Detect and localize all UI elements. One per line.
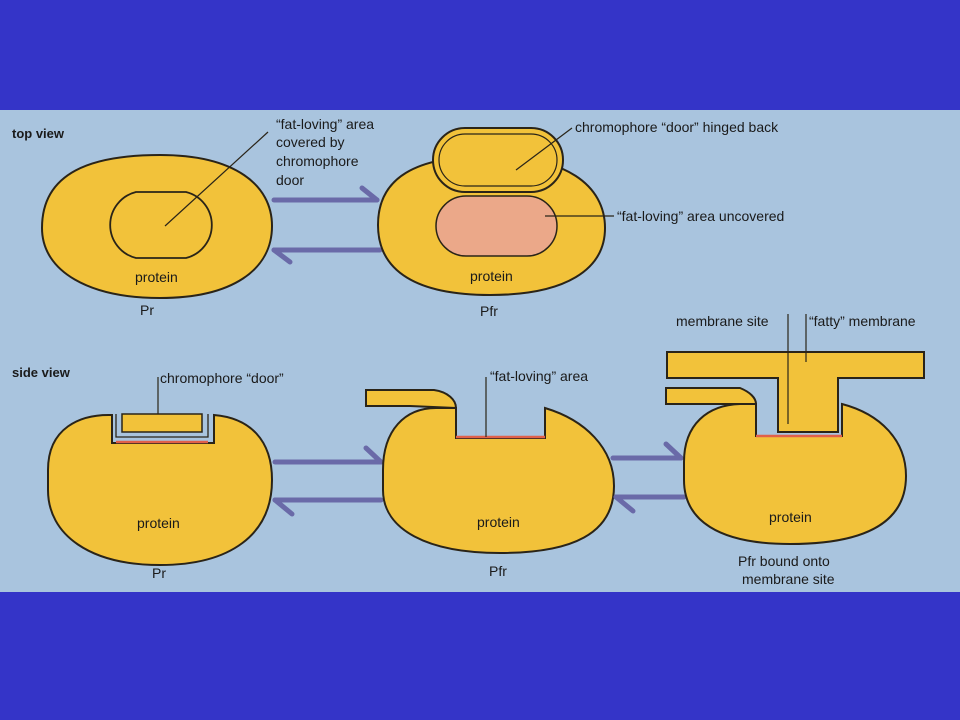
top-pfr-protein xyxy=(376,127,607,297)
top-pfr-fat-loving-area xyxy=(435,195,558,257)
side-pr-chromophore-door xyxy=(121,413,203,433)
side-pfr-area-callout: “fat-loving” area xyxy=(490,368,588,384)
top-pfr-protein-label: protein xyxy=(470,268,513,284)
top-pr-callout-line3: chromophore xyxy=(276,153,359,169)
top-pfr-area-callout: “fat-loving” area uncovered xyxy=(617,208,784,224)
top-pr-state-label: Pr xyxy=(140,302,154,318)
side-reverse-arrow-2 xyxy=(613,494,687,514)
side-bound-door-flap xyxy=(665,387,758,405)
top-pr-chromophore-door xyxy=(109,191,213,259)
side-pfr-door-flap xyxy=(365,389,458,410)
side-pr-protein-label: protein xyxy=(137,515,180,531)
top-pr-callout-line4: door xyxy=(276,172,304,188)
top-forward-arrow xyxy=(271,185,380,203)
side-bound-protein-label: protein xyxy=(769,509,812,525)
side-bound-pfr-protein xyxy=(665,387,908,546)
side-bound-state-label-line1: Pfr bound onto xyxy=(738,553,830,569)
top-pfr-state-label: Pfr xyxy=(480,303,498,319)
top-pfr-door-callout-line xyxy=(515,127,573,171)
fatty-membrane-label: “fatty” membrane xyxy=(809,313,916,329)
side-pr-state-label: Pr xyxy=(152,565,166,581)
side-fatty-membrane xyxy=(666,351,925,433)
top-pr-callout-line xyxy=(164,131,269,227)
top-pr-callout-line2: covered by xyxy=(276,134,344,150)
top-pr-protein xyxy=(40,153,274,300)
side-pfr-protein-label: protein xyxy=(477,514,520,530)
side-pr-protein xyxy=(47,413,274,567)
top-reverse-arrow xyxy=(271,247,383,265)
side-pfr-protein xyxy=(365,389,616,555)
membrane-site-label: membrane site xyxy=(676,313,769,329)
side-bound-state-label-line2: membrane site xyxy=(742,571,835,587)
side-reverse-arrow-1 xyxy=(272,497,384,517)
top-pr-protein-label: protein xyxy=(135,269,178,285)
side-forward-arrow-2 xyxy=(610,441,684,461)
side-pr-door-callout: chromophore “door” xyxy=(160,370,284,386)
side-forward-arrow-1 xyxy=(272,445,384,465)
top-view-heading: top view xyxy=(12,126,65,141)
side-pfr-state-label: Pfr xyxy=(489,563,507,579)
top-pr-callout-line1: “fat-loving” area xyxy=(276,116,374,132)
top-pfr-door-callout: chromophore “door” hinged back xyxy=(575,119,779,135)
side-view-heading: side view xyxy=(12,365,71,380)
